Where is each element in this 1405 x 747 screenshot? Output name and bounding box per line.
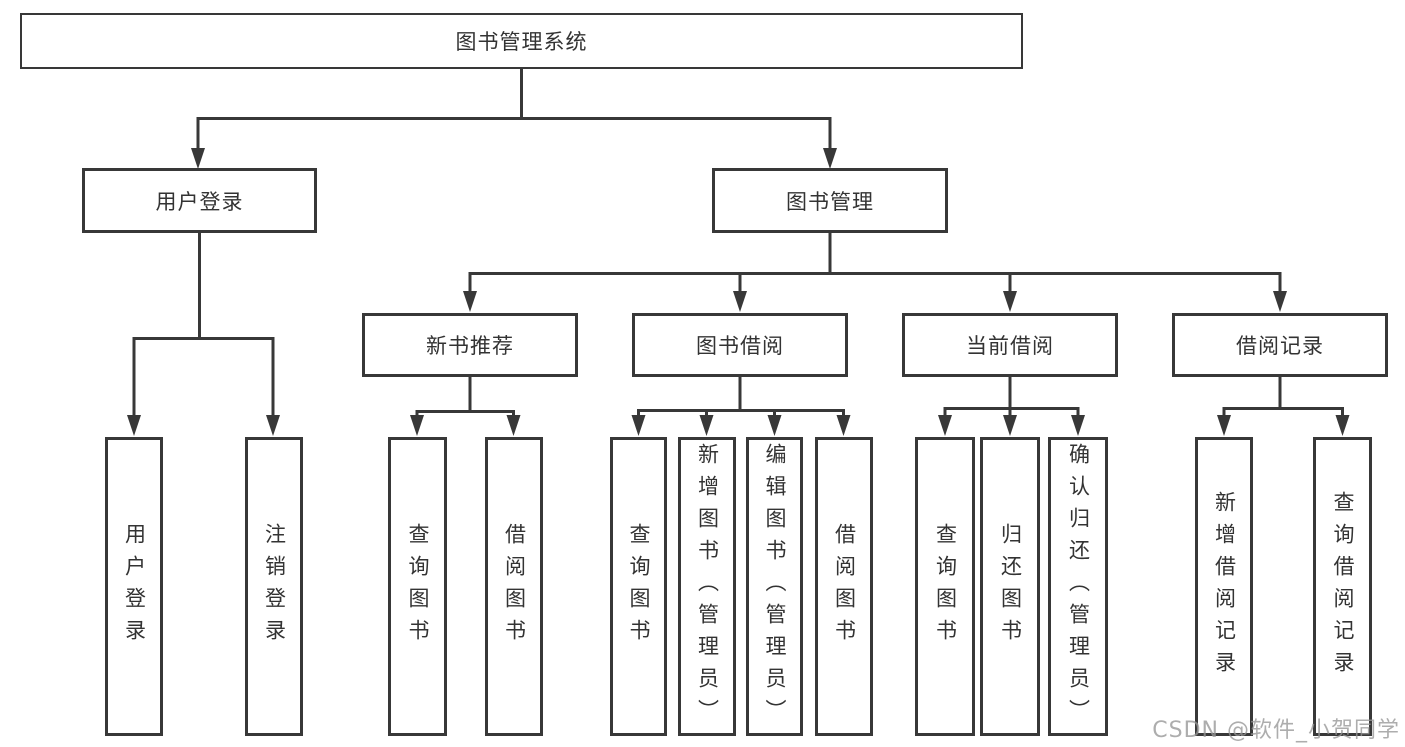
leaf-query-books-current: 查询图书 [915,437,975,736]
node-label: 图书管理系统 [455,30,588,54]
leaf-label: 借阅图书 [832,522,857,651]
node-label: 当前借阅 [966,334,1054,358]
leaf-label: 查询借阅记录 [1331,490,1356,683]
leaf-label: 编辑图书（管理员） [763,442,788,731]
leaf-label: 新增借阅记录 [1212,490,1237,683]
node-label: 用户登录 [155,189,244,214]
leaf-label: 新增图书（管理员） [695,442,720,731]
leaf-label: 查询图书 [627,522,652,651]
node-book-borrow: 图书借阅 [632,313,848,377]
leaf-return-book: 归还图书 [980,437,1040,736]
leaf-label: 用户登录 [122,522,147,651]
leaf-add-book-admin: 新增图书（管理员） [678,437,736,736]
node-label: 图书管理 [786,189,874,214]
leaf-label: 注销登录 [262,522,287,651]
leaf-logout: 注销登录 [245,437,303,736]
node-new-book-recommend: 新书推荐 [362,313,578,377]
node-label: 新书推荐 [426,334,514,358]
node-book-management: 图书管理 [712,168,948,233]
leaf-add-borrow-record: 新增借阅记录 [1195,437,1253,736]
leaf-confirm-return-admin: 确认归还（管理员） [1048,437,1108,736]
leaf-query-books-recommend: 查询图书 [388,437,447,736]
node-borrow-records: 借阅记录 [1172,313,1388,377]
leaf-query-books-borrow: 查询图书 [610,437,667,736]
leaf-borrow-books: 借阅图书 [815,437,873,736]
leaf-label: 查询图书 [933,522,958,651]
leaf-borrow-books-recommend: 借阅图书 [485,437,543,736]
leaf-label: 查询图书 [406,522,431,651]
node-label: 图书借阅 [696,334,784,358]
node-label: 借阅记录 [1236,334,1324,358]
leaf-label: 归还图书 [998,522,1023,651]
leaf-query-borrow-record: 查询借阅记录 [1313,437,1372,736]
leaf-edit-book-admin: 编辑图书（管理员） [746,437,803,736]
leaf-label: 确认归还（管理员） [1066,442,1091,731]
leaf-label: 借阅图书 [502,522,527,651]
node-user-login: 用户登录 [82,168,317,233]
watermark: CSDN @软件_小贺同学 [1152,718,1400,743]
leaf-user-login: 用户登录 [105,437,163,736]
node-current-borrow: 当前借阅 [902,313,1118,377]
node-library-system: 图书管理系统 [20,13,1023,69]
